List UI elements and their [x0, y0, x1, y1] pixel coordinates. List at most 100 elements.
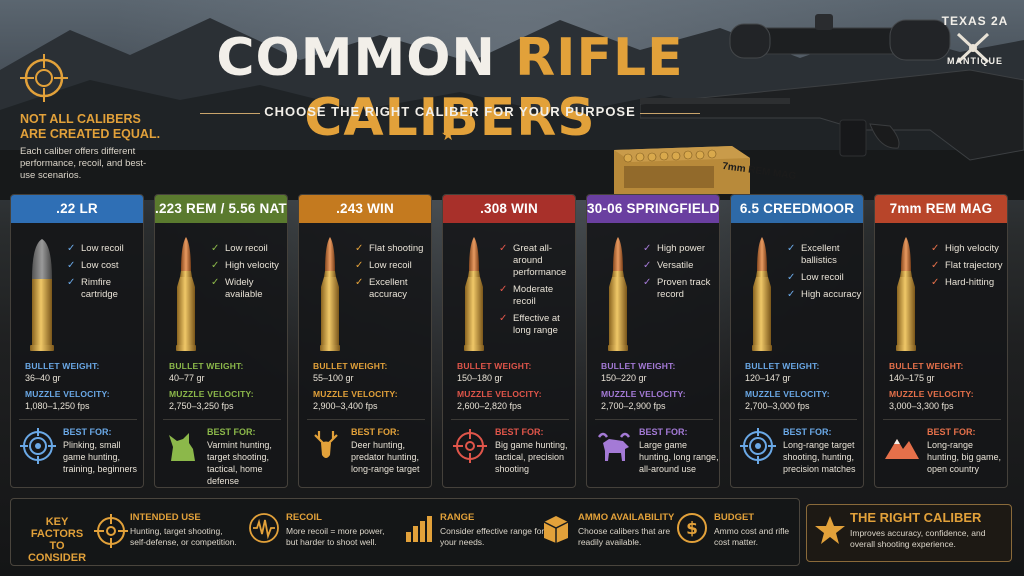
dollar-icon: $ — [676, 512, 708, 544]
feature-item: ✓Hard-hitting — [931, 277, 1007, 289]
feature-text: High accuracy — [801, 289, 862, 300]
feature-list: ✓High velocity✓Flat trajectory✓Hard-hitt… — [931, 243, 1007, 294]
crosshair-icon — [92, 512, 128, 548]
page-title: COMMON RIFLE CALIBERS — [160, 28, 740, 148]
factor-text: Hunting, target shooting, self-defense, … — [130, 526, 237, 547]
feature-text: High power — [657, 243, 706, 254]
card-divider — [163, 419, 281, 420]
feature-text: Low recoil — [225, 243, 268, 254]
intro-heading: NOT ALL CALIBERS ARE CREATED EQUAL. — [20, 112, 161, 141]
bullet-weight-value: 140–175 gr — [889, 373, 935, 383]
check-icon: ✓ — [643, 243, 652, 254]
bullet-weight-value: 36–40 gr — [25, 373, 61, 383]
check-icon: ✓ — [211, 277, 220, 288]
best-for-label: BEST FOR: — [351, 427, 400, 437]
card-divider — [307, 419, 425, 420]
crosshair-icon — [451, 427, 489, 465]
crosshair-icon — [20, 54, 68, 102]
cartridge-image — [315, 235, 345, 353]
feature-item: ✓Rimfire cartridge — [67, 277, 143, 301]
card-divider — [19, 419, 137, 420]
feature-text: Widely available — [225, 277, 263, 300]
feature-item: ✓High velocity — [931, 243, 1007, 255]
moose-icon — [595, 427, 633, 465]
deer-icon — [307, 427, 345, 465]
best-for-text: Big game hunting, tactical, precision sh… — [495, 440, 568, 474]
check-icon: ✓ — [67, 277, 76, 288]
muzzle-velocity-value: 3,000–3,300 fps — [889, 401, 954, 411]
intro-text: Each caliber offers different performanc… — [20, 146, 147, 181]
bullet-weight-label: BULLET WEIGHT: — [457, 361, 532, 371]
check-icon: ✓ — [931, 243, 940, 254]
factor-text: Consider effective range for your needs. — [440, 526, 545, 547]
best-for-label: BEST FOR: — [207, 427, 256, 437]
feature-item: ✓Great all-around performance — [499, 243, 575, 279]
feature-text: Effective at long range — [513, 313, 560, 336]
feature-item: ✓High velocity — [211, 260, 287, 272]
bullet-weight-value: 55–100 gr — [313, 373, 354, 383]
check-icon: ✓ — [355, 243, 364, 254]
feature-list: ✓Flat shooting✓Low recoil✓Excellent accu… — [355, 243, 431, 306]
feature-item: ✓ Widely available — [211, 277, 287, 301]
card-divider — [739, 419, 857, 420]
best-for-label: BEST FOR: — [927, 427, 976, 437]
factor-text: More recoil = more power, but harder to … — [286, 526, 385, 547]
muzzle-velocity-label: MUZZLE VELOCITY: — [889, 389, 974, 399]
bullet-weight-value: 40–77 gr — [169, 373, 205, 383]
title-part-2: RIFLE CALIBERS — [304, 28, 684, 148]
best-for-label: BEST FOR: — [63, 427, 112, 437]
factor-text: Ammo cost and rifle cost matter. — [714, 526, 790, 547]
feature-list: ✓Low recoil✓High velocity✓Widely availab… — [211, 243, 287, 306]
page-subtitle: CHOOSE THE RIGHT CALIBER FOR YOUR PURPOS… — [264, 104, 636, 119]
texas-2a-logo — [956, 32, 990, 64]
caliber-card: .308 WIN ✓Great all-around performance✓M… — [442, 194, 576, 488]
logo-text-top: TEXAS 2A — [941, 14, 1009, 28]
mountain-icon — [883, 427, 921, 465]
coyote-icon — [163, 427, 201, 465]
caliber-card: 30-06 SPRINGFIELD ✓High power✓Versatile✓… — [586, 194, 720, 488]
feature-item: ✓Low cost — [67, 260, 143, 272]
logo-text-bottom: MANTIQUE — [947, 56, 1003, 66]
card-divider — [883, 419, 1001, 420]
check-icon: ✓ — [787, 289, 796, 300]
muzzle-velocity-value: 2,700–3,000 fps — [745, 401, 810, 411]
muzzle-velocity-label: MUZZLE VELOCITY: — [745, 389, 830, 399]
check-icon: ✓ — [931, 260, 940, 271]
feature-item: ✓Versatile — [643, 260, 719, 272]
bullet-weight-label: BULLET WEIGHT: — [889, 361, 964, 371]
feature-item: ✓Proven track record — [643, 277, 719, 301]
recoil-wave-icon — [248, 512, 280, 544]
best-for-text: Plinking, small game hunting, training, … — [63, 440, 138, 474]
best-for-text: Long-range hunting, big game, open count… — [927, 440, 1002, 474]
cartridge-image — [747, 235, 777, 353]
muzzle-velocity-value: 2,700–2,900 fps — [601, 401, 666, 411]
bullet-weight-label: BULLET WEIGHT: — [313, 361, 388, 371]
muzzle-velocity-label: MUZZLE VELOCITY: — [457, 389, 542, 399]
feature-text: Flat shooting — [369, 243, 424, 254]
feature-text: Moderate recoil — [513, 284, 554, 307]
key-factors-heading: KEY FACTORS TO CONSIDER — [27, 516, 87, 564]
rifle-image — [640, 14, 1024, 161]
target-icon — [739, 427, 777, 465]
feature-text: Proven track record — [657, 277, 711, 300]
best-for-label: BEST FOR: — [639, 427, 688, 437]
feature-text: Flat trajectory — [945, 260, 1003, 271]
factor-title: INTENDED USE — [130, 512, 201, 523]
subtitle-rule-right — [640, 113, 700, 114]
check-icon: ✓ — [931, 277, 940, 288]
check-icon: ✓ — [211, 260, 220, 271]
check-icon: ✓ — [211, 243, 220, 254]
feature-text: Low recoil — [369, 260, 412, 271]
check-icon: ✓ — [499, 243, 508, 254]
right-caliber-text: Improves accuracy, confidence, and overa… — [850, 528, 986, 549]
bullet-weight-label: BULLET WEIGHT: — [601, 361, 676, 371]
cartridge-image — [603, 235, 633, 353]
caliber-name: .243 WIN — [299, 195, 431, 223]
card-divider — [451, 419, 569, 420]
caliber-name: 7mm REM MAG — [875, 195, 1007, 223]
mountain-backdrop — [0, 18, 1024, 200]
feature-item: ✓Low recoil — [787, 272, 863, 284]
muzzle-velocity-label: MUZZLE VELOCITY: — [169, 389, 254, 399]
feature-item: ✓ High accuracy — [787, 289, 863, 301]
caliber-cards: .22 LR ✓Low recoil✓Low cost✓Rimfire cart… — [10, 194, 1014, 488]
